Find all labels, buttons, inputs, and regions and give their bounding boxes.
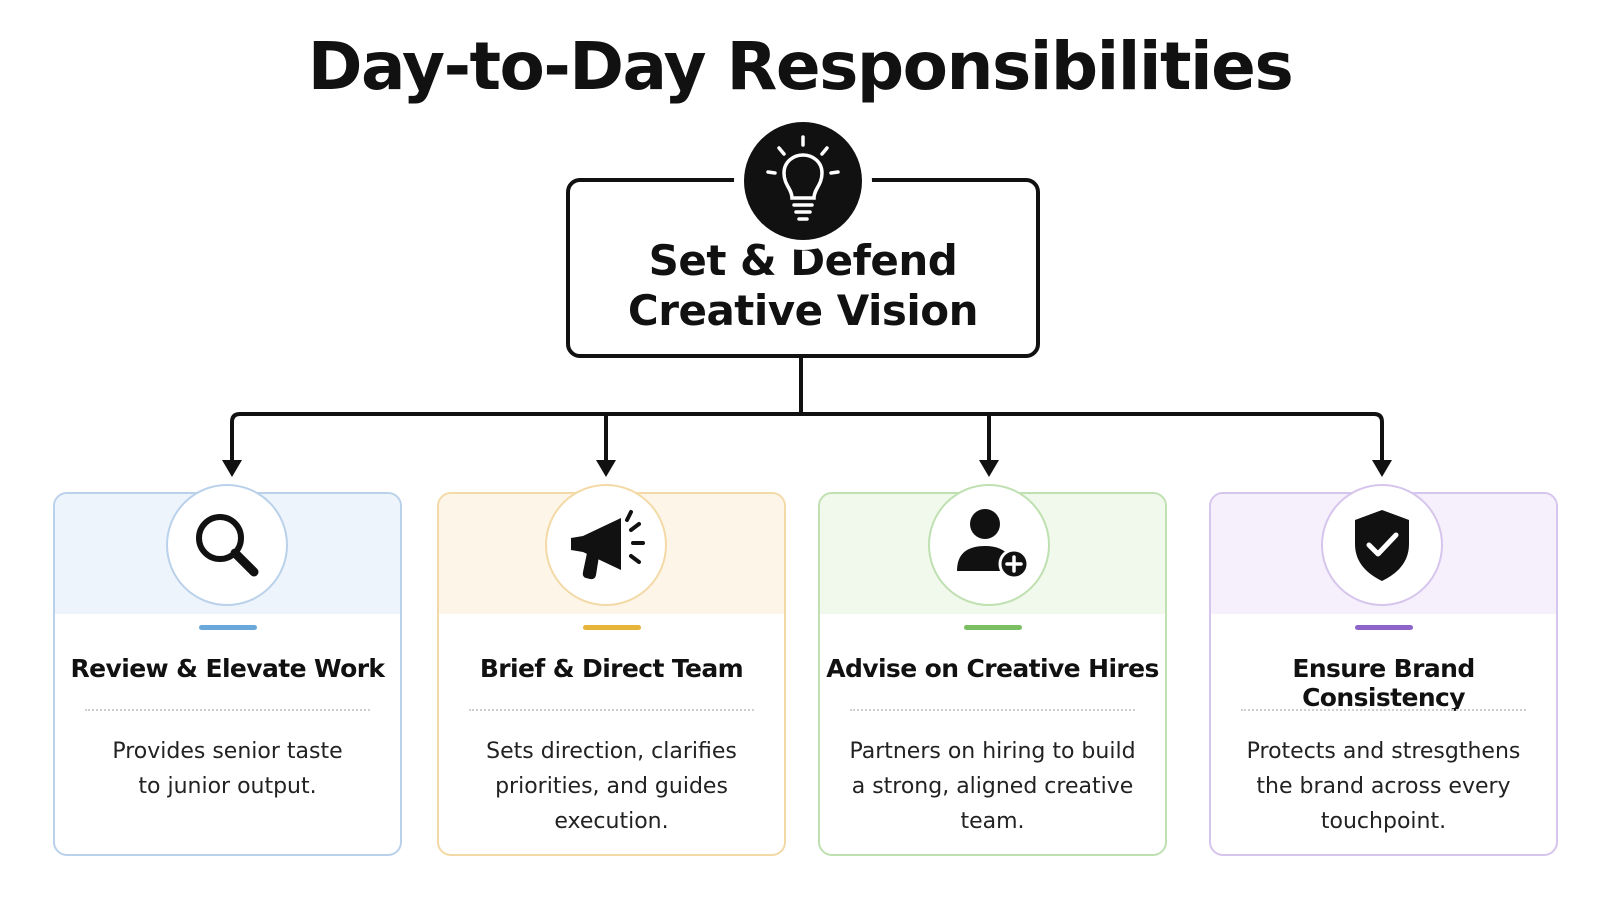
card-description: Sets direction, clarifies priorities, an…: [486, 739, 737, 834]
magnifying-glass-icon: [166, 484, 288, 606]
card-divider: [85, 709, 370, 711]
root-node-title: Set & Defend Creative Vision: [627, 236, 979, 335]
arrowhead: [1372, 460, 1392, 477]
card-description: Provides senior taste to junior output.: [112, 739, 343, 799]
megaphone-icon: [545, 484, 667, 606]
branch-line: [230, 412, 1384, 436]
card-divider: [469, 709, 754, 711]
lightbulb-icon: [744, 122, 862, 240]
arrowhead: [979, 460, 999, 477]
card-accent-bar: [198, 625, 257, 630]
card-accent-bar: [963, 625, 1022, 630]
card-description: Partners on hiring to build a strong, al…: [849, 739, 1136, 834]
arrowhead: [596, 460, 616, 477]
add-user-icon: [928, 484, 1050, 606]
card-title: Review & Elevate Work: [70, 654, 386, 683]
root-node-box: [566, 178, 1040, 358]
arrowhead: [222, 460, 242, 477]
page-title: Day-to-Day Responsibilities: [307, 28, 1294, 105]
card-accent-bar: [1354, 625, 1413, 630]
card-title: Advise on Creative Hires: [826, 654, 1159, 683]
shield-check-icon: [1321, 484, 1443, 606]
card-divider: [1241, 709, 1526, 711]
card-title: Brief & Direct Team: [479, 654, 744, 683]
card-title: Ensure Brand Consistency: [1292, 654, 1475, 712]
card-description: Protects and stresgthens the brand acros…: [1246, 739, 1521, 834]
card-accent-bar: [582, 625, 641, 630]
card-divider: [850, 709, 1135, 711]
